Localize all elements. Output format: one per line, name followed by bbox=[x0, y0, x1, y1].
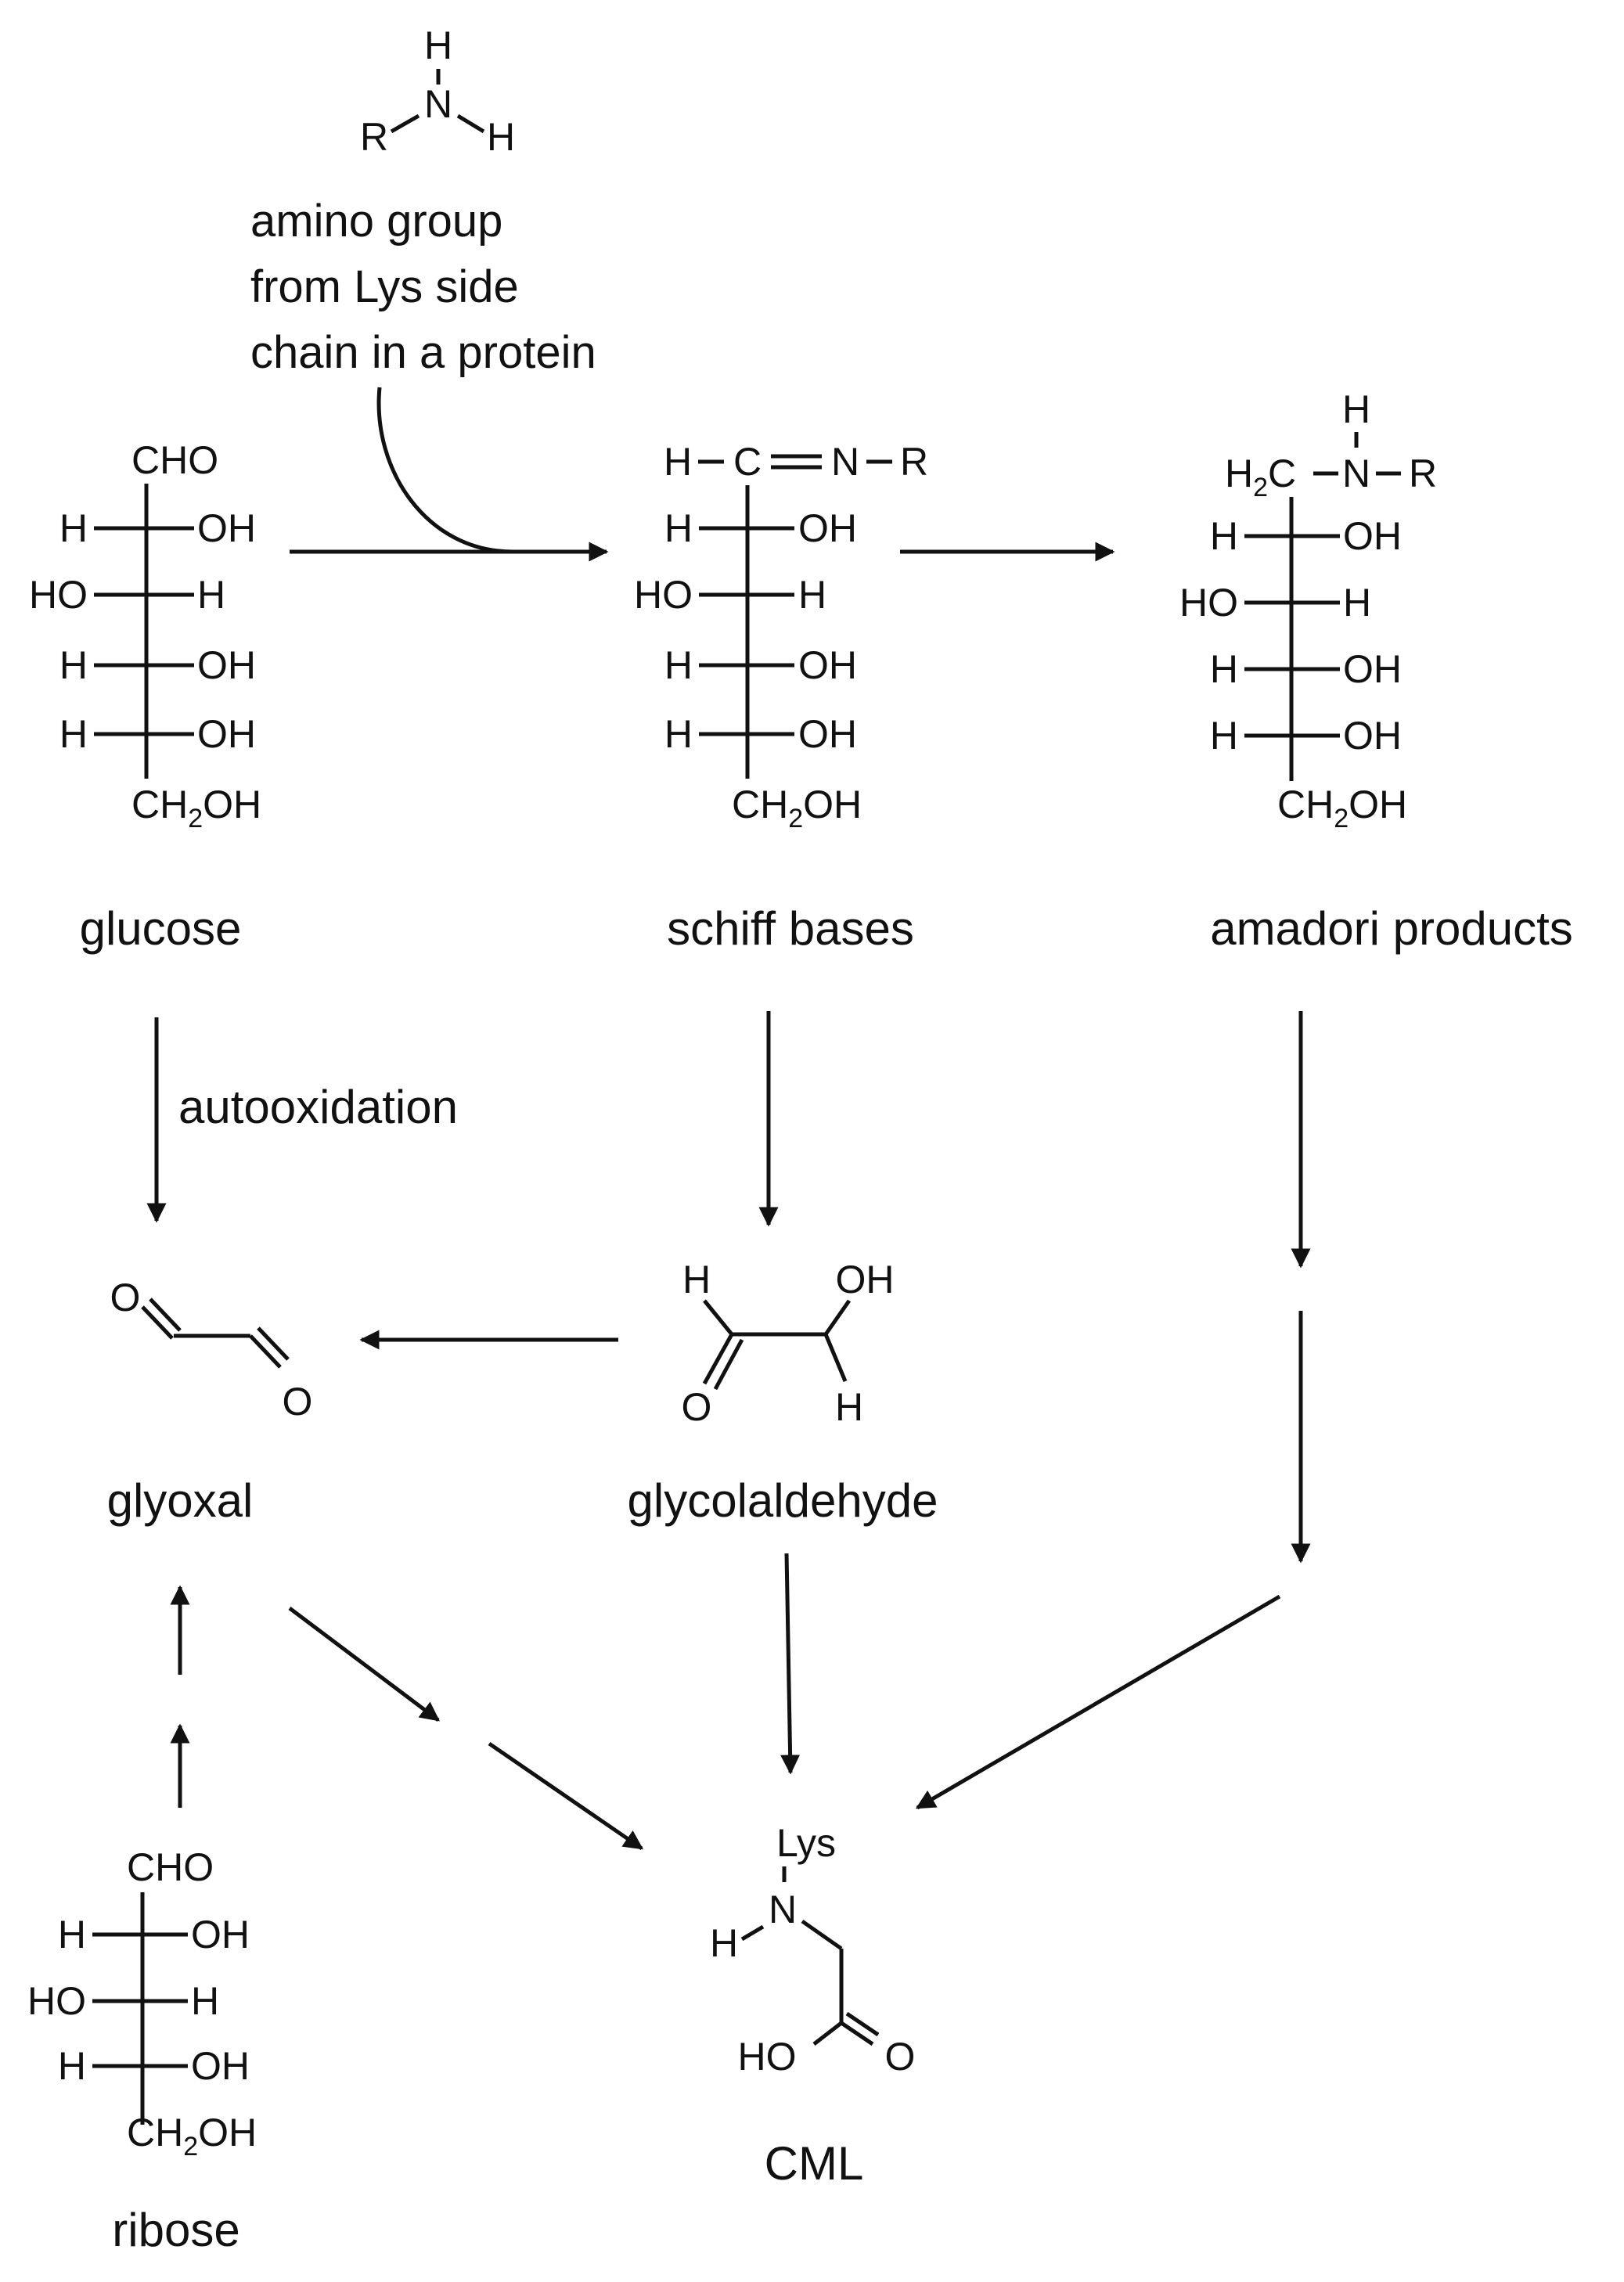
schiff-top-r: R bbox=[900, 440, 928, 484]
ribose-name: ribose bbox=[112, 2204, 239, 2256]
glycolaldehyde-o: O bbox=[682, 1385, 712, 1429]
cml-name: CML bbox=[765, 2137, 864, 2190]
glucose-row-4-left: H bbox=[59, 712, 88, 756]
amine-caption-line-3: chain in a protein bbox=[250, 327, 596, 378]
amadori-top-h2c: H2C bbox=[1225, 452, 1296, 502]
schiff-row-1-right: OH bbox=[798, 506, 857, 550]
cml-o: O bbox=[885, 2035, 916, 2079]
amine-r: R bbox=[360, 115, 388, 159]
cml-ho: HO bbox=[738, 2035, 797, 2079]
glycolaldehyde-structure: H OH O H bbox=[682, 1258, 895, 1429]
amine-caption: amino group from Lys side chain in a pro… bbox=[250, 196, 596, 378]
schiff-top-n: N bbox=[831, 440, 859, 484]
glucose-top-group: CHO bbox=[131, 438, 218, 482]
glucose-row-3-right: OH bbox=[197, 643, 256, 687]
glyoxal-name: glyoxal bbox=[107, 1474, 254, 1527]
amine-caption-line-2: from Lys side bbox=[250, 261, 519, 312]
amine-structure: H R N H bbox=[360, 23, 515, 159]
ribose-bottom-group: CH2OH bbox=[127, 2111, 257, 2161]
amine-h-right: H bbox=[487, 115, 515, 159]
schiff-base-name: schiff bases bbox=[667, 902, 914, 955]
ribose-row-3-right: OH bbox=[191, 2044, 250, 2088]
amadori-row-2-left: HO bbox=[1179, 581, 1238, 624]
amine-h-top: H bbox=[424, 23, 452, 67]
arrow-icon bbox=[780, 1553, 801, 1775]
ribose-top-group: CHO bbox=[127, 1845, 214, 1889]
autooxidation-label: autooxidation bbox=[178, 1081, 458, 1133]
glyoxal-o1: O bbox=[110, 1276, 141, 1319]
amine-n: N bbox=[424, 82, 452, 126]
amadori-row-4-left: H bbox=[1210, 714, 1238, 758]
schiff-row-4-left: H bbox=[664, 712, 693, 756]
glucose-row-1-right: OH bbox=[197, 506, 256, 550]
amadori-row-4-right: OH bbox=[1343, 714, 1402, 758]
schiff-base-structure: H C N R H OH HO H H OH H OH CH2OH bbox=[634, 440, 928, 833]
amadori-bottom-group: CH2OH bbox=[1277, 783, 1407, 833]
glucose-row-2-right: H bbox=[197, 573, 225, 617]
schiff-row-3-left: H bbox=[664, 643, 693, 687]
cml-lys: Lys bbox=[776, 1821, 836, 1865]
schiff-row-2-left: HO bbox=[634, 573, 693, 617]
ribose-row-1-left: H bbox=[58, 1913, 86, 1956]
schiff-top-h: H bbox=[664, 440, 692, 484]
glycolaldehyde-h1: H bbox=[682, 1258, 711, 1301]
amadori-row-1-left: H bbox=[1210, 514, 1238, 558]
arrow-icon bbox=[488, 1741, 644, 1851]
amadori-row-2-right: H bbox=[1343, 581, 1371, 624]
glucose-bottom-group: CH2OH bbox=[131, 783, 261, 833]
reaction-arrows: autooxidation bbox=[146, 387, 1311, 1851]
amadori-top-r: R bbox=[1409, 452, 1437, 495]
ribose-structure: CHO H OH HO H H OH CH2OH bbox=[27, 1845, 257, 2161]
glycolaldehyde-h2: H bbox=[835, 1385, 863, 1429]
glycolaldehyde-oh: OH bbox=[836, 1258, 895, 1301]
glucose-row-1-left: H bbox=[59, 506, 88, 550]
arrow-icon bbox=[376, 387, 513, 554]
glucose-name: glucose bbox=[80, 902, 242, 955]
amadori-top-h: H bbox=[1342, 387, 1370, 431]
cml-n: N bbox=[769, 1888, 797, 1931]
schiff-row-1-left: H bbox=[664, 506, 693, 550]
amadori-row-3-left: H bbox=[1210, 647, 1238, 691]
amadori-top-n: N bbox=[1342, 452, 1370, 495]
ribose-row-2-left: HO bbox=[27, 1979, 86, 2023]
amadori-row-1-right: OH bbox=[1343, 514, 1402, 558]
glucose-structure: CHO H OH HO H H OH H OH CH2OH bbox=[29, 438, 261, 833]
amine-caption-line-1: amino group bbox=[250, 196, 502, 247]
schiff-row-3-right: OH bbox=[798, 643, 857, 687]
schiff-row-2-right: H bbox=[798, 573, 826, 617]
ribose-row-2-right: H bbox=[191, 1979, 219, 2023]
arrow-icon bbox=[288, 1607, 440, 1722]
glycolaldehyde-name: glycolaldehyde bbox=[628, 1474, 938, 1527]
ribose-row-1-right: OH bbox=[191, 1913, 250, 1956]
arrow-icon bbox=[915, 1594, 1281, 1810]
amadori-row-3-right: OH bbox=[1343, 647, 1402, 691]
amadori-structure: H H2C N R H OH HO H H OH H OH CH2OH bbox=[1179, 387, 1437, 833]
schiff-row-4-right: OH bbox=[798, 712, 857, 756]
cml-structure: Lys N H HO O bbox=[710, 1821, 916, 2079]
schiff-top-c: C bbox=[733, 440, 762, 484]
glucose-row-4-right: OH bbox=[197, 712, 256, 756]
glyoxal-o2: O bbox=[283, 1380, 313, 1424]
schiff-bottom-group: CH2OH bbox=[732, 783, 862, 833]
cml-h: H bbox=[710, 1921, 738, 1965]
glucose-row-2-left: HO bbox=[29, 573, 88, 617]
glyoxal-structure: O O bbox=[110, 1276, 313, 1424]
amadori-name: amadori products bbox=[1210, 902, 1573, 955]
glucose-row-3-left: H bbox=[59, 643, 88, 687]
ribose-row-3-left: H bbox=[58, 2044, 86, 2088]
